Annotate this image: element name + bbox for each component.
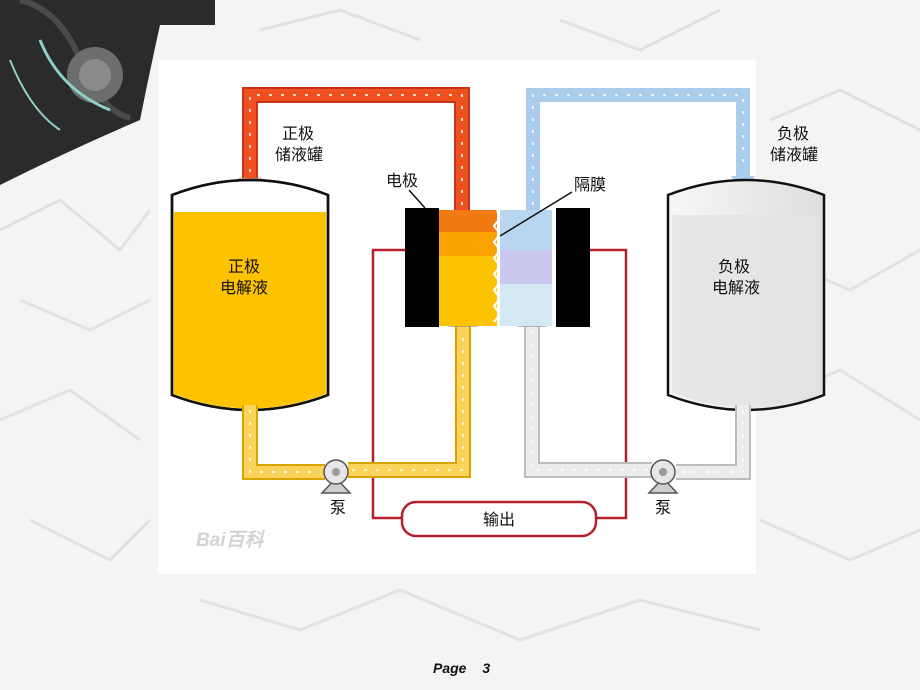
pump-left — [320, 459, 352, 494]
output-box — [400, 500, 598, 538]
negative-tank — [666, 178, 826, 412]
negative-electrolyte-label-line1: 负极 — [718, 257, 750, 276]
electrode-label: 电极 — [386, 171, 418, 190]
page-footer: Page 3 — [433, 660, 502, 676]
pump-label-right: 泵 — [655, 498, 671, 517]
positive-tank-label-line1: 正极 — [282, 124, 314, 143]
negative-electrode — [556, 208, 590, 327]
positive-electrolyte-label-line1: 正极 — [228, 257, 260, 276]
page-number: 3 — [482, 660, 491, 676]
positive-electrolyte-label-line2: 电解液 — [220, 278, 268, 297]
positive-tank-label-line2: 储液罐 — [275, 145, 323, 164]
pump-right — [647, 459, 679, 494]
positive-electrode — [405, 208, 439, 327]
negative-tank-label-line1: 负极 — [777, 124, 809, 143]
pump-label-left: 泵 — [330, 498, 346, 517]
positive-tank — [170, 178, 330, 412]
negative-tank-label-line2: 储液罐 — [770, 145, 818, 164]
cell-stack — [405, 208, 590, 327]
page-word: Page — [433, 660, 467, 676]
negative-electrolyte-label-line2: 电解液 — [712, 278, 760, 297]
negative-supply-pipe — [517, 305, 751, 480]
circuit-wire — [371, 248, 628, 520]
output-label: 输出 — [483, 510, 515, 529]
watermark: Bai百科 — [196, 529, 266, 551]
membrane-label: 隔膜 — [574, 175, 606, 194]
